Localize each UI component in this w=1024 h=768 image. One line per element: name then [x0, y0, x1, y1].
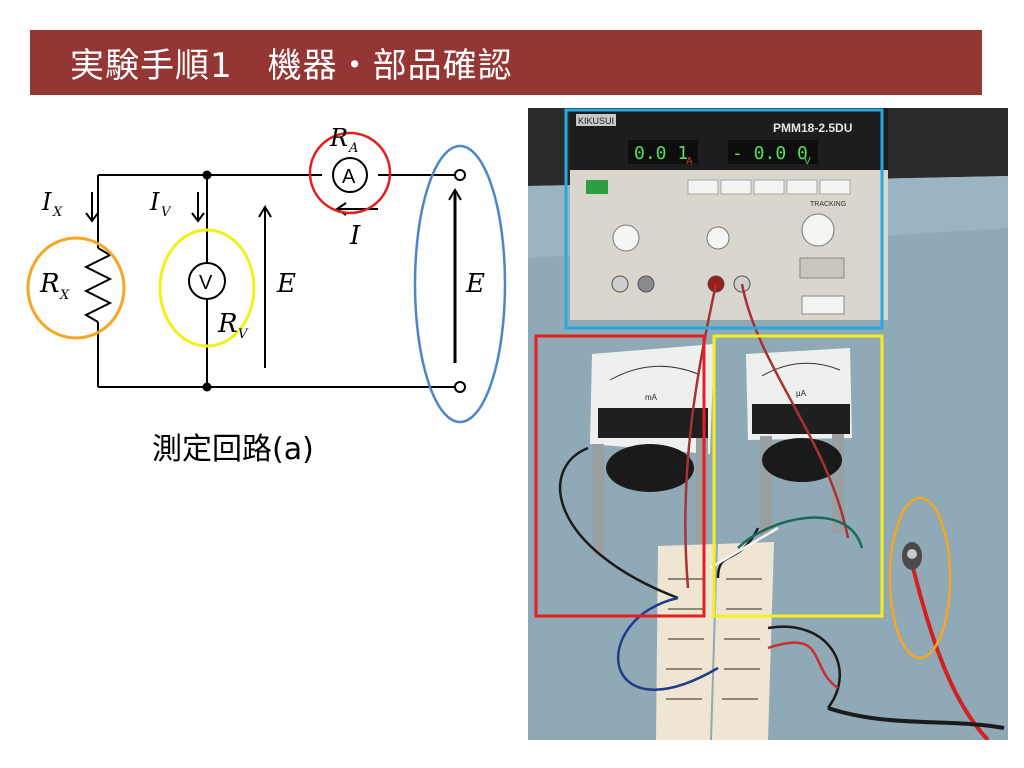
resistor-highlight-ellipse	[888, 496, 952, 660]
current-display: 0.0 1	[634, 143, 688, 164]
supply-brand: KIKUSUI	[578, 116, 614, 126]
rx-sub: X	[59, 288, 70, 303]
voltmeter-unit: μA	[796, 389, 807, 398]
rv-label: R	[217, 309, 238, 339]
i-label: I	[349, 221, 361, 251]
circuit-caption: 測定回路(a)	[152, 432, 314, 467]
slide-title: 実験手順1 機器・部品確認	[70, 46, 513, 86]
supply-model: PMM18-2.5DU	[773, 121, 852, 135]
resistor-rx-icon	[83, 247, 113, 323]
ammeter-highlight	[308, 131, 392, 215]
e-inner-label: E	[276, 269, 296, 299]
ammeter-unit: mA	[645, 393, 658, 402]
e-outer-label: E	[465, 269, 485, 299]
supply-highlight-box	[564, 108, 884, 330]
power-supply: KIKUSUI PMM18-2.5DU 0.0 1 A - 0.0 0 V TR…	[570, 108, 888, 320]
junction-top	[202, 170, 212, 180]
tracking-label: TRACKING	[810, 201, 846, 208]
rv-sub: V	[238, 327, 249, 342]
ra-sub: A	[348, 141, 358, 156]
terminal-bottom	[454, 381, 466, 393]
voltmeter-photo: μA	[746, 348, 852, 536]
rx-label: R	[39, 269, 60, 299]
ammeter-letter: A	[342, 166, 356, 188]
apparatus-photo: KIKUSUI PMM18-2.5DU 0.0 1 A - 0.0 0 V TR…	[528, 108, 1008, 740]
ammeter-icon	[332, 157, 368, 193]
current-unit: A	[686, 156, 693, 167]
resistor-highlight	[26, 236, 126, 340]
resistor-component	[902, 542, 922, 570]
voltmeter-icon	[188, 262, 226, 300]
voltmeter-highlight	[158, 228, 256, 348]
ra-label: R	[329, 124, 348, 152]
iv-sub: V	[161, 205, 172, 220]
voltmeter-letter: V	[199, 272, 213, 294]
breadboard	[656, 542, 774, 740]
ix-label: I	[41, 188, 52, 216]
voltage-unit: V	[804, 156, 811, 167]
voltage-display: - 0.0 0	[732, 143, 808, 164]
voltmeter-highlight-box	[712, 334, 884, 618]
ammeter-photo: mA	[590, 344, 714, 556]
ammeter-highlight-box	[534, 334, 706, 618]
ix-sub: X	[52, 205, 63, 220]
slide-title-bar: 実験手順1 機器・部品確認	[30, 30, 982, 95]
junction-bottom	[202, 382, 212, 392]
terminal-top	[454, 169, 466, 181]
source-highlight	[413, 144, 507, 424]
circuit-diagram: R A A V I X I V I R X R V E E	[26, 124, 507, 424]
iv-label: I	[149, 188, 160, 216]
